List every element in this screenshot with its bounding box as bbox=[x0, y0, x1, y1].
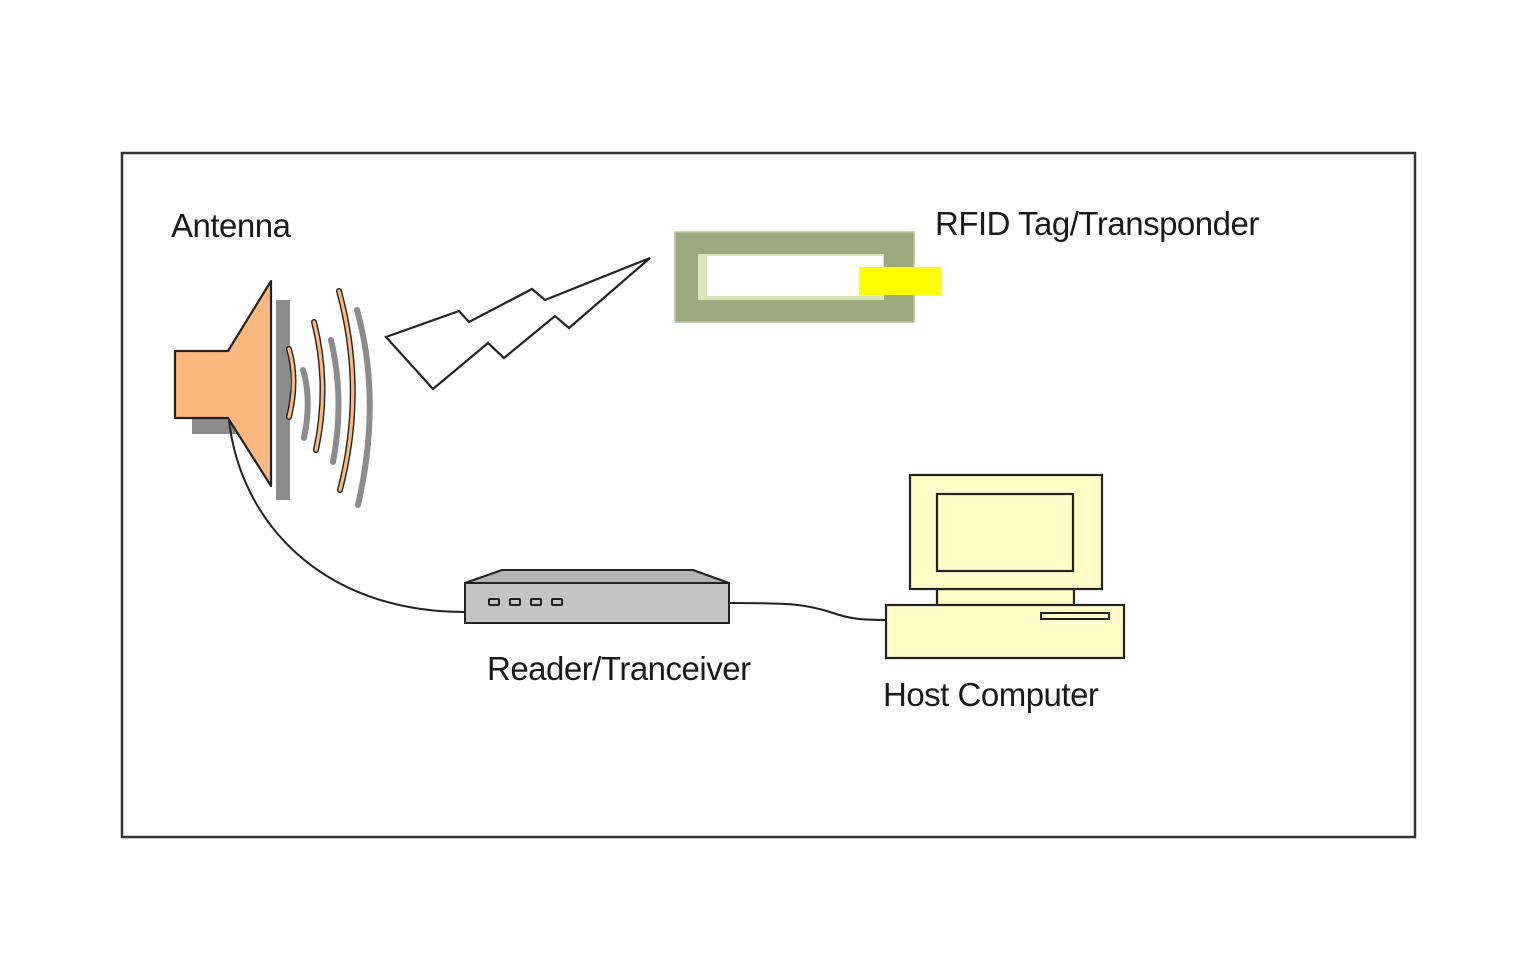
indicator-light bbox=[530, 598, 542, 606]
indicator-light bbox=[551, 598, 563, 606]
antenna-label: Antenna bbox=[171, 207, 292, 244]
antenna-reader-cable bbox=[228, 419, 466, 613]
rfid-tag-icon bbox=[674, 231, 941, 323]
tag-label: RFID Tag/Transponder bbox=[935, 205, 1259, 242]
desktop-computer-icon bbox=[884, 473, 1126, 660]
disk-drive-slot bbox=[1040, 612, 1110, 620]
monitor-screen bbox=[935, 492, 1075, 573]
rfid-chip bbox=[859, 267, 941, 295]
reader-device-icon bbox=[464, 569, 730, 624]
reader-label: Reader/Tranceiver bbox=[487, 650, 751, 687]
host-label: Host Computer bbox=[883, 676, 1099, 713]
indicator-light bbox=[488, 598, 500, 606]
indicator-light bbox=[509, 598, 521, 606]
antenna-icon bbox=[173, 279, 373, 508]
wireless-signal-icon bbox=[384, 256, 651, 391]
reader-host-cable bbox=[728, 602, 891, 621]
